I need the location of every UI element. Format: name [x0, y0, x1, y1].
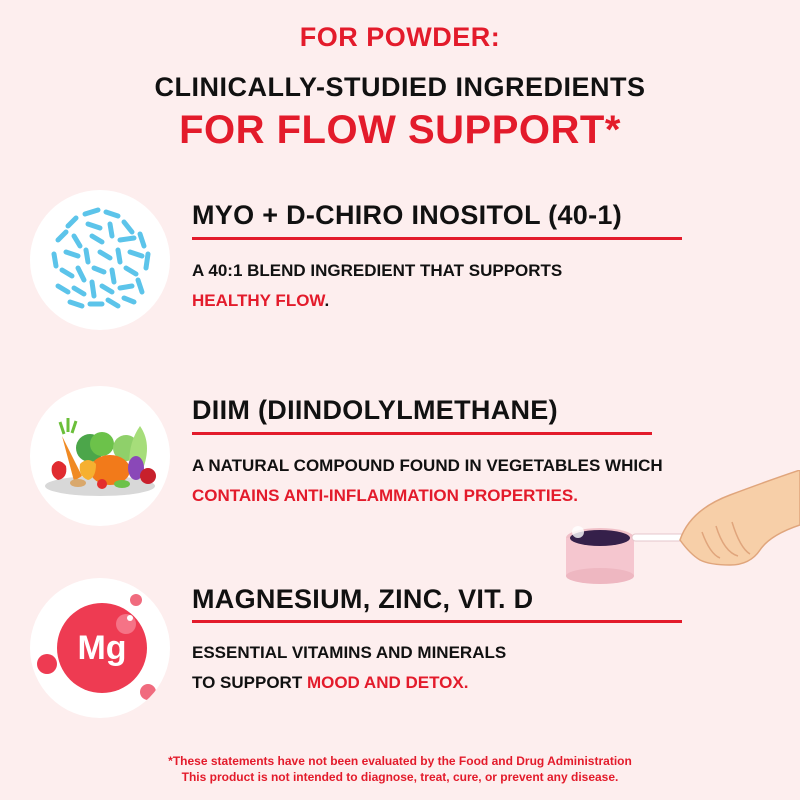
ingredient-title: MYO + D-CHIRO INOSITOL (40-1) [192, 200, 623, 230]
pre-title: FOR POWDER: [299, 22, 501, 52]
description-line-1: A 40:1 BLEND INGREDIENT THAT SUPPORTS [192, 261, 563, 280]
highlight-text: CONTAINS ANTI-INFLAMMATION PROPERTIES. [192, 486, 578, 505]
mineral-symbol: Mg [77, 628, 127, 667]
title-line-2: FOR FLOW SUPPORT* [179, 108, 621, 152]
ingredient-title: DIIM (DIINDOLYLMETHANE) [192, 395, 558, 425]
highlight-text: MOOD AND DETOX. [306, 673, 469, 692]
title-line-1: CLINICALLY-STUDIED INGREDIENTS [154, 72, 646, 102]
disclaimer-line-1: *These statements have not been evaluate… [168, 754, 632, 768]
prefix-text: TO SUPPORT [192, 673, 307, 692]
highlight-text: HEALTHY FLOW [192, 291, 325, 310]
description-line-2: TO SUPPORT MOOD AND DETOX. [192, 668, 506, 698]
ingredient-title: MAGNESIUM, ZINC, VIT. D [192, 584, 534, 614]
disclaimer-line-2: This product is not intended to diagnose… [181, 770, 619, 784]
fda-disclaimer: *These statements have not been evaluate… [0, 753, 800, 785]
suffix-text: . [324, 291, 330, 310]
magnesium-mineral-icon: Mg [30, 578, 170, 718]
hand-holding-scoop-icon [560, 469, 800, 590]
description-line-2: HEALTHY FLOW. [192, 286, 562, 316]
description-line-1: A NATURAL COMPOUND FOUND IN VEGETABLES W… [192, 456, 663, 475]
title-underline [192, 432, 652, 435]
description-line-2: CONTAINS ANTI-INFLAMMATION PROPERTIES. [192, 481, 663, 511]
ingredient-description: ESSENTIAL VITAMINS AND MINERALS TO SUPPO… [192, 638, 506, 698]
title-underline [192, 620, 682, 623]
ingredient-description: A NATURAL COMPOUND FOUND IN VEGETABLES W… [192, 451, 663, 511]
blue-bacteria-circle-icon [30, 190, 170, 330]
title-underline [192, 237, 682, 240]
vegetables-icon [30, 386, 170, 526]
description-line-1: ESSENTIAL VITAMINS AND MINERALS [192, 643, 507, 662]
ingredient-description: A 40:1 BLEND INGREDIENT THAT SUPPORTS HE… [192, 256, 562, 316]
